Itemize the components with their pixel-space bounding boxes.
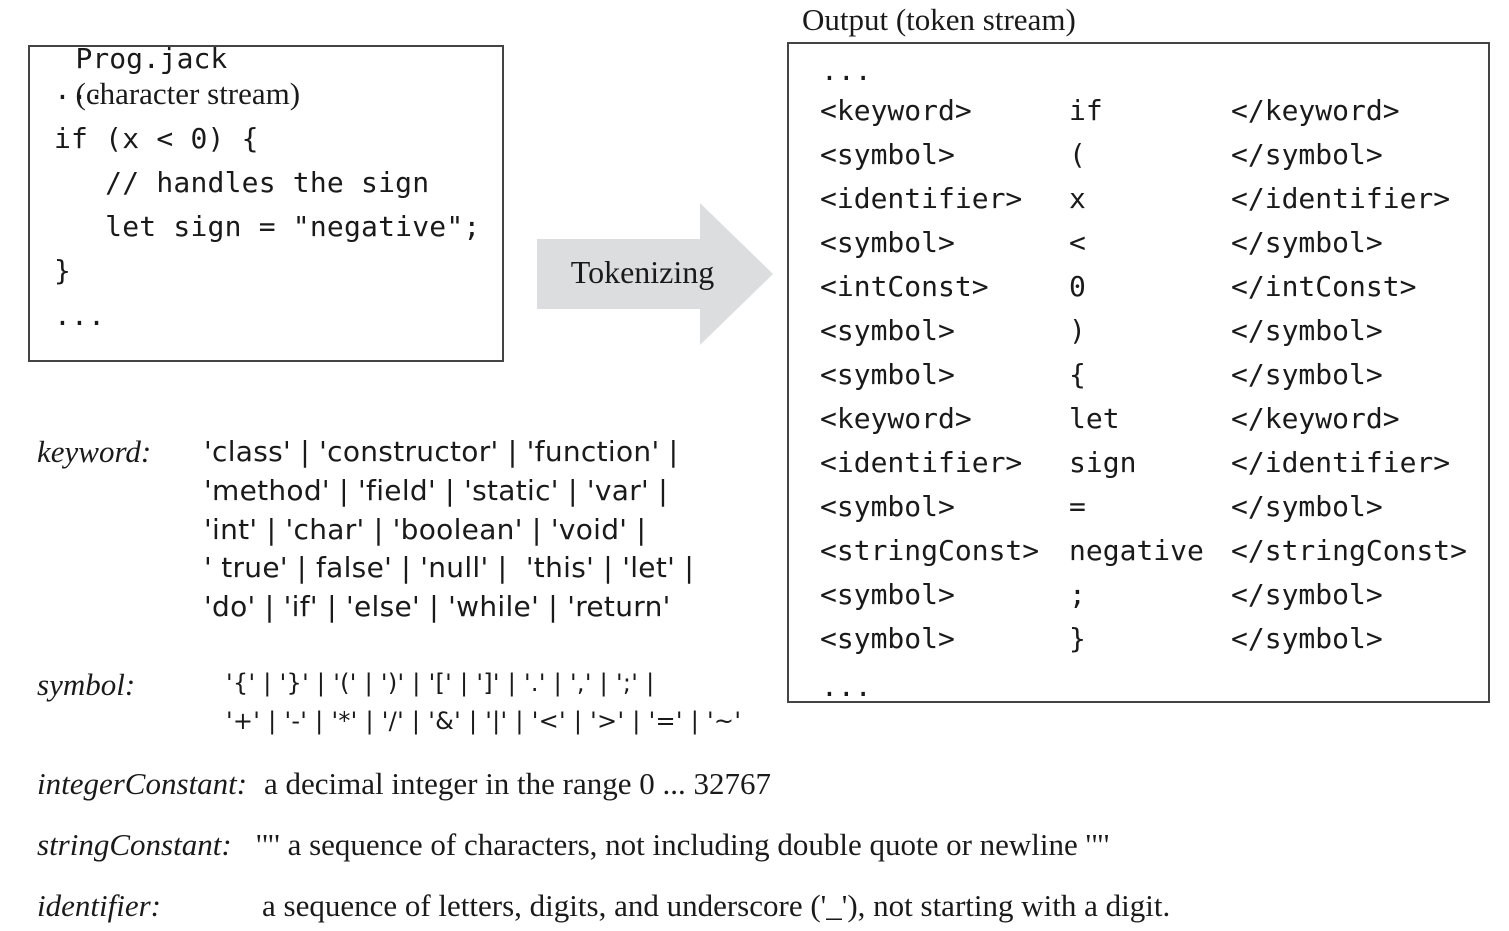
token-row: <symbol> = </symbol> [789,490,1488,534]
keyword-line: 'do' | 'if' | 'else' | 'while' | 'return… [204,590,671,623]
token-open-tag: <identifier> [820,446,1023,479]
token-close-tag: </identifier> [1231,446,1451,479]
string-constant-label: stringConstant: [37,827,232,862]
keyword-line: 'class' | 'constructor' | 'function' | [204,435,679,468]
trailing-ellipsis: ... [821,670,872,703]
output-panel-title: Output (token stream) [802,2,1076,37]
token-value: x [1069,182,1086,215]
identifier-label: identifier: [37,888,161,923]
token-close-tag: </symbol> [1231,226,1383,259]
token-row: <symbol>; </symbol> [789,578,1488,622]
token-open-tag: <stringConst> [820,534,1040,567]
leading-ellipsis: ... [821,54,872,87]
token-open-tag: <keyword> [820,402,972,435]
token-value: < [1069,226,1086,259]
token-open-tag: <intConst> [820,270,989,303]
token-close-tag: </symbol> [1231,314,1383,347]
token-open-tag: <symbol> [820,622,955,655]
token-stream-box: ... <keyword> if </keyword> <symbol> ( </symb… [787,42,1490,703]
token-close-tag: </symbol> [1231,358,1383,391]
string-constant-text: '"' a sequence of characters, not includ… [256,827,1110,862]
token-row: <symbol>} </symbol> [789,622,1488,666]
character-stream-box: ... if (x < 0) { // handles the sign let… [28,45,504,362]
token-open-tag: <symbol> [820,138,955,171]
code-line: let sign = "negative"; [54,210,481,243]
token-value: let [1069,402,1120,435]
token-open-tag: <symbol> [820,226,955,259]
token-open-tag: <symbol> [820,358,955,391]
code-line: if (x < 0) { [54,122,259,155]
token-close-tag: </stringConst> [1231,534,1468,567]
token-close-tag: </keyword> [1231,94,1400,127]
token-value: ; [1069,578,1086,611]
keyword-line: ' true' | false' | 'null' | 'this' | 'le… [204,551,695,584]
symbol-label: symbol: [37,667,136,702]
arrow-shape [537,203,773,345]
token-row: <stringConst> negative </stringConst> [789,534,1488,578]
token-value: sign [1069,446,1137,479]
code-line: ... [54,73,106,106]
integer-constant-text: a decimal integer in the range 0 ... 327… [264,766,772,801]
token-open-tag: <identifier> [820,182,1023,215]
input-file-name: Prog.jack [75,42,228,75]
token-value: ) [1069,314,1086,347]
tokenizing-arrow [537,203,773,345]
token-row: <identifier> x </identifier> [789,182,1488,226]
token-open-tag: <symbol> [820,314,955,347]
code-line: ... [54,299,106,332]
integer-constant-label: integerConstant: [37,766,248,801]
keyword-line: 'int' | 'char' | 'boolean' | 'void' | [204,513,647,546]
keyword-label: keyword: [37,434,152,469]
token-row: <symbol> { </symbol> [789,358,1488,402]
token-row: <symbol> ( </symbol> [789,138,1488,182]
token-close-tag: </symbol> [1231,578,1383,611]
code-line: // handles the sign [54,166,430,199]
symbol-line: '+' | '-' | '*' | '/' | '&' | '|' | '<' … [226,707,742,735]
token-row: <symbol>) </symbol> [789,314,1488,358]
token-open-tag: <keyword> [820,94,972,127]
input-title-suffix: (character stream) [75,76,301,111]
token-value: ( [1069,138,1086,171]
token-close-tag: </intConst> [1231,270,1417,303]
token-open-tag: <symbol> [820,578,955,611]
token-open-tag: <symbol> [820,490,955,523]
token-value: = [1069,490,1086,523]
token-close-tag: </symbol> [1231,490,1383,523]
arrow-label: Tokenizing [570,254,715,290]
token-value: { [1069,358,1086,391]
token-close-tag: </identifier> [1231,182,1451,215]
token-row: <intConst> 0 </intConst> [789,270,1488,314]
identifier-text: a sequence of letters, digits, and under… [262,888,1171,923]
token-value: if [1069,94,1103,127]
token-close-tag: </symbol> [1231,138,1383,171]
token-value: negative [1069,534,1204,567]
token-value: 0 [1069,270,1086,303]
token-row: <keyword> if </keyword> [789,94,1488,138]
token-close-tag: </symbol> [1231,622,1383,655]
code-line: } [54,254,72,287]
token-row: <identifier> sign </identifier> [789,446,1488,490]
token-close-tag: </keyword> [1231,402,1400,435]
input-panel-title: Prog.jack (character stream) [60,4,301,112]
keyword-line: 'method' | 'field' | 'static' | 'var' | [204,474,668,507]
token-row: <symbol> < </symbol> [789,226,1488,270]
token-row: <keyword> let </keyword> [789,402,1488,446]
token-value: } [1069,622,1086,655]
symbol-line: '{' | '}' | '(' | ')' | '[' | ']' | '.' … [226,669,655,697]
